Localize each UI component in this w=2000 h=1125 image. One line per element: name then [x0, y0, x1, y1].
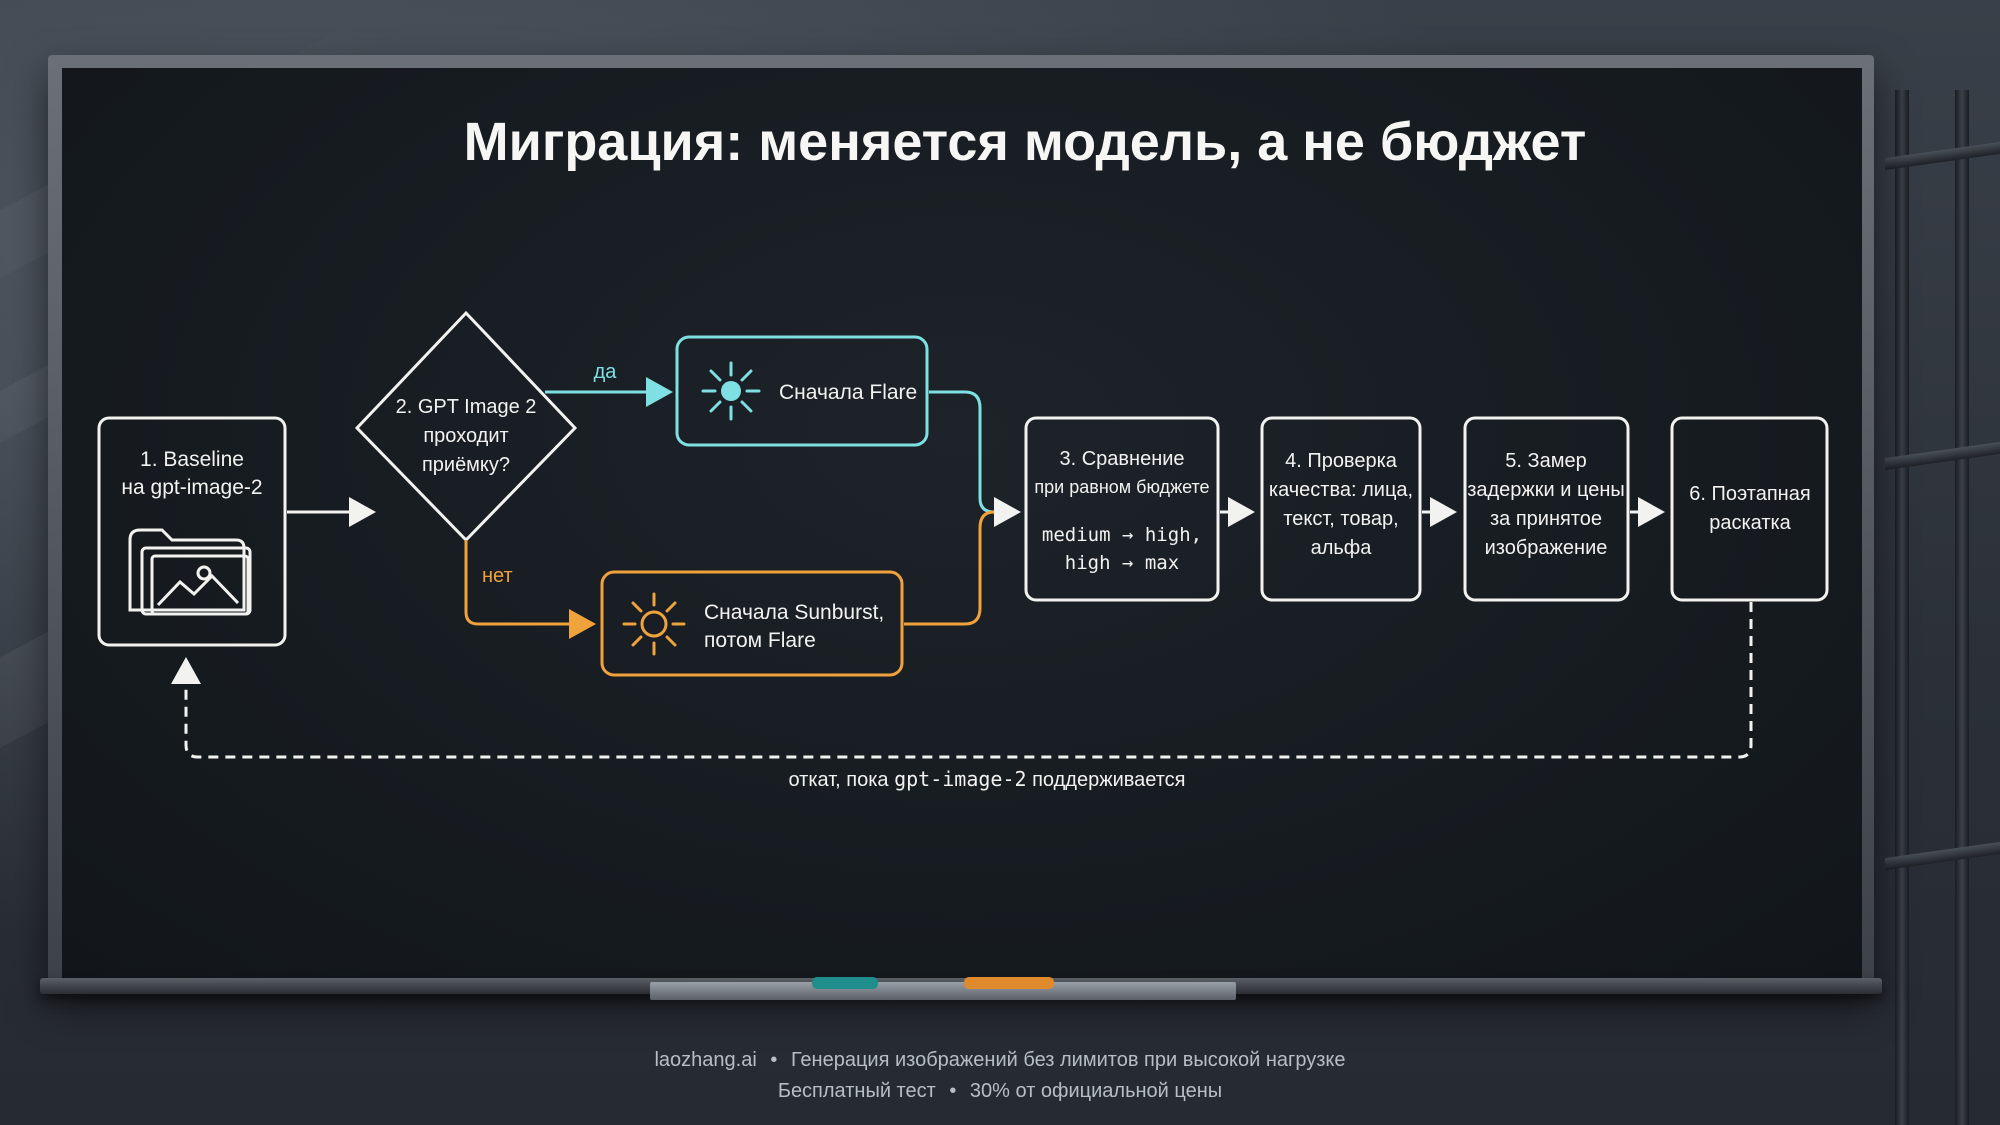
rollback-code: gpt-image-2 [894, 767, 1026, 791]
node-quality: 4. Проверка качества: лица, текст, товар… [1260, 416, 1422, 602]
decision-line-3: приёмку? [422, 454, 510, 476]
footer-tagline: Генерация изображений без лимитов при вы… [790, 1049, 1346, 1071]
diagram-title: Миграция: меняется модель, а не бюджет [464, 112, 1587, 172]
footer: laozhang.ai • Генерация изображений без … [0, 1045, 2000, 1107]
sun-icon [622, 592, 686, 656]
node-baseline: 1. Baseline на gpt-image-2 [97, 416, 287, 647]
decision-line-2: проходит [423, 425, 508, 447]
rollback-suffix: поддерживается [1027, 769, 1186, 791]
footer-trial: Бесплатный тест [777, 1080, 936, 1102]
rollback-prefix: откат, пока [788, 769, 894, 791]
sunburst-line-2: потом Flare [704, 629, 816, 652]
compare-line-1: 3. Сравнение [1059, 448, 1184, 470]
baseline-line-2: на gpt-image-2 [121, 476, 262, 499]
compare-code-1: medium → high, [1042, 524, 1202, 546]
flare-icon [701, 361, 761, 421]
rollout-line-2: раскатка [1709, 512, 1791, 534]
orange-marker [964, 977, 1054, 989]
node-rollout: 6. Поэтапная раскатка [1670, 416, 1829, 602]
baseline-line-1: 1. Baseline [140, 448, 244, 471]
compare-code-2: high → max [1065, 552, 1179, 574]
footer-line-1: laozhang.ai • Генерация изображений без … [0, 1045, 2000, 1076]
edge-sunburst-to-compare [904, 510, 1010, 626]
latency-line-1: 5. Замер [1505, 450, 1586, 472]
node-sunburst: Сначала Sunburst, потом Flare [600, 570, 904, 677]
edge-yes-label: да [594, 361, 618, 383]
compare-line-2: при равном бюджете [1034, 477, 1209, 497]
decision-line-1: 2. GPT Image 2 [396, 396, 537, 418]
footer-separator: • [949, 1080, 957, 1102]
quality-line-1: 4. Проверка [1285, 450, 1398, 472]
node-decision: 2. GPT Image 2 проходит приёмку? [354, 310, 578, 543]
footer-line-2: Бесплатный тест • 30% от официальной цен… [0, 1076, 2000, 1107]
teal-marker [812, 977, 878, 989]
image-folder-icon [128, 528, 252, 616]
footer-separator: • [770, 1049, 778, 1071]
footer-price: 30% от официальной цены [969, 1080, 1223, 1102]
latency-line-2: задержки и цены [1467, 479, 1625, 501]
latency-line-3: за принятое [1490, 508, 1602, 530]
quality-line-2: качества: лица, [1269, 479, 1413, 501]
edge-no-label: нет [482, 565, 513, 587]
flare-label: Сначала Flare [779, 381, 917, 404]
wall-shelf [1885, 90, 2000, 1125]
quality-line-3: текст, товар, [1283, 508, 1398, 530]
node-flare: Сначала Flare [675, 335, 929, 447]
sunburst-line-1: Сначала Sunburst, [704, 601, 884, 624]
node-latency: 5. Замер задержки и цены за принятое изо… [1463, 416, 1630, 602]
chalk-tray-ledge [650, 982, 1236, 1000]
footer-brand: laozhang.ai [654, 1049, 757, 1071]
latency-line-4: изображение [1485, 537, 1608, 559]
edge-flare-to-compare [929, 390, 1010, 514]
edge-rollback [171, 602, 1753, 759]
edge-rollback-label: откат, пока gpt-image-2 поддерживается [788, 767, 1185, 791]
edge-no [464, 540, 596, 639]
node-compare: 3. Сравнение при равном бюджете medium →… [1024, 416, 1220, 602]
rollout-line-1: 6. Поэтапная [1689, 483, 1810, 505]
quality-line-4: альфа [1311, 537, 1373, 559]
